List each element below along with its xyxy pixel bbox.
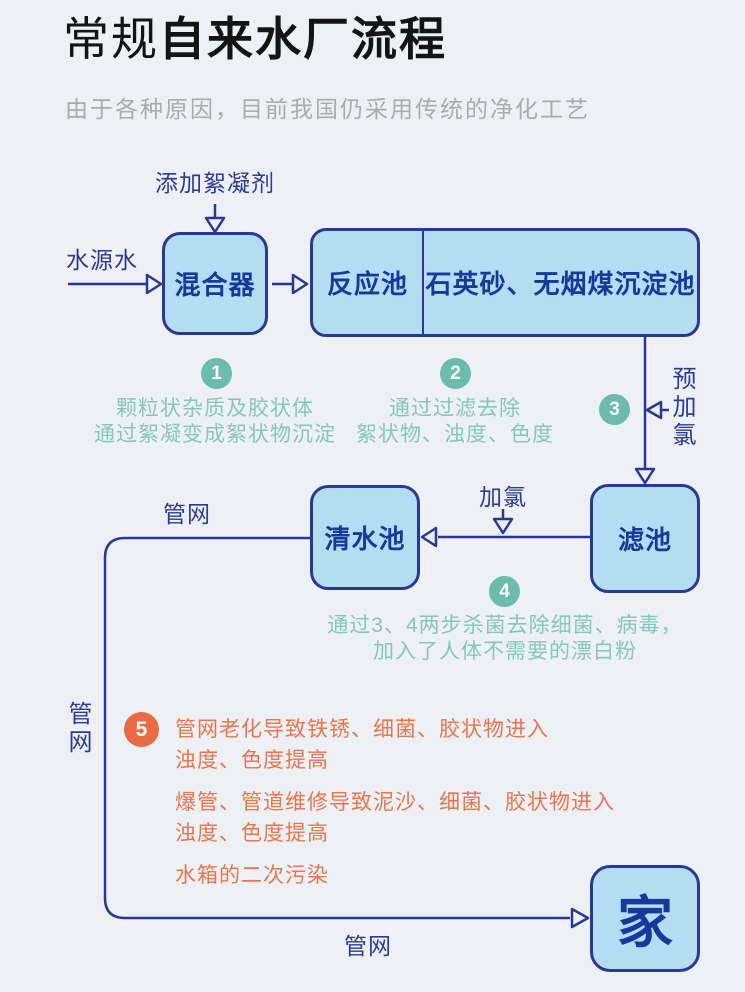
step-4-note: 通过3、4两步杀菌去除细菌、病毒， 加入了人体不需要的漂白粉	[320, 613, 690, 665]
label-pipe-network-bottom: 管网	[344, 933, 392, 959]
step-badge-1: 1	[201, 358, 232, 389]
node-sedimentation-pool: 石英砂、无烟煤沉淀池	[422, 231, 697, 334]
step-5-p1-line-2: 浊度、色度提高	[175, 749, 329, 772]
step-2-note-line-2: 絮状物、浊度、色度	[356, 423, 554, 446]
step-2-note: 通过过滤去除 絮状物、浊度、色度	[330, 396, 580, 448]
pipe-network-path	[103, 536, 570, 920]
step-1-note-line-1: 颗粒状杂质及胶状体	[116, 397, 314, 420]
node-mixer: 混合器	[162, 232, 268, 335]
node-clear-water-pool-label: 清水池	[324, 524, 406, 554]
step-5-p2-line-1: 爆管、管道维修导致泥沙、细菌、胶状物进入	[175, 791, 615, 814]
filter-clear-arrowhead-icon	[420, 526, 438, 548]
step-5-paragraph-3: 水箱的二次污染	[175, 860, 655, 891]
step-5-p3-line-1: 水箱的二次污染	[175, 864, 329, 887]
step-badge-4: 4	[489, 576, 520, 607]
node-home: 家	[590, 865, 700, 972]
step-4-note-line-1: 通过3、4两步杀菌去除细菌、病毒，	[327, 614, 683, 637]
step-5-p2-line-2: 浊度、色度提高	[175, 822, 329, 845]
prechlor-arrowhead-icon	[645, 400, 663, 420]
sediment-filter-arrowhead-icon	[634, 467, 656, 485]
node-reaction-pool-label: 反应池	[326, 269, 408, 299]
step-2-note-line-1: 通过过滤去除	[389, 397, 521, 420]
step-badge-2: 2	[440, 358, 471, 389]
node-reaction-pool: 反应池	[313, 231, 422, 334]
step-badge-3: 3	[599, 394, 630, 425]
step-4-note-line-2: 加入了人体不需要的漂白粉	[373, 640, 637, 663]
label-pipe-network-left: 管网	[68, 701, 94, 756]
home-arrowhead-icon	[570, 907, 590, 929]
mixer-reaction-arrowhead-icon	[291, 273, 309, 295]
step-5-p1-line-1: 管网老化导致铁锈、细菌、胶状物进入	[175, 718, 549, 741]
page-title: 常规自来水厂流程	[63, 8, 723, 70]
step-1-note-line-2: 通过絮凝变成絮状物沉淀	[94, 423, 336, 446]
coagulant-arrowhead-icon	[204, 216, 226, 234]
step-5-paragraph-1: 管网老化导致铁锈、细菌、胶状物进入 浊度、色度提高	[175, 714, 655, 776]
label-pre-chlorination: 预加氯	[672, 366, 698, 449]
title-bold-part: 自来水厂流程	[159, 13, 447, 65]
step-5-note: 管网老化导致铁锈、细菌、胶状物进入 浊度、色度提高 爆管、管道维修导致泥沙、细菌…	[175, 714, 655, 891]
source-water-arrowhead-icon	[145, 273, 163, 295]
label-chlorination: 加氯	[479, 484, 527, 510]
node-home-label: 家	[617, 891, 673, 954]
node-sedimentation-pool-label: 石英砂、无烟煤沉淀池	[425, 269, 696, 299]
title-regular-part: 常规	[63, 13, 159, 65]
node-clear-water-pool: 清水池	[310, 485, 420, 590]
step-5-paragraph-2: 爆管、管道维修导致泥沙、细菌、胶状物进入 浊度、色度提高	[175, 787, 655, 849]
label-pipe-network-top: 管网	[163, 501, 211, 527]
node-filter-pool-label: 滤池	[617, 525, 672, 555]
step-badge-5: 5	[124, 712, 159, 747]
node-mixer-label: 混合器	[174, 270, 256, 300]
label-add-coagulant: 添加絮凝剂	[155, 170, 275, 196]
page-subtitle: 由于各种原因，目前我国仍采用传统的净化工艺	[65, 96, 590, 122]
step-1-note: 颗粒状杂质及胶状体 通过絮凝变成絮状物沉淀	[85, 396, 345, 448]
chlorine-arrowhead-icon	[492, 517, 514, 535]
node-reaction-sedimentation: 反应池 石英砂、无烟煤沉淀池	[310, 228, 700, 337]
label-source-water: 水源水	[66, 247, 138, 273]
node-filter-pool: 滤池	[590, 484, 700, 593]
